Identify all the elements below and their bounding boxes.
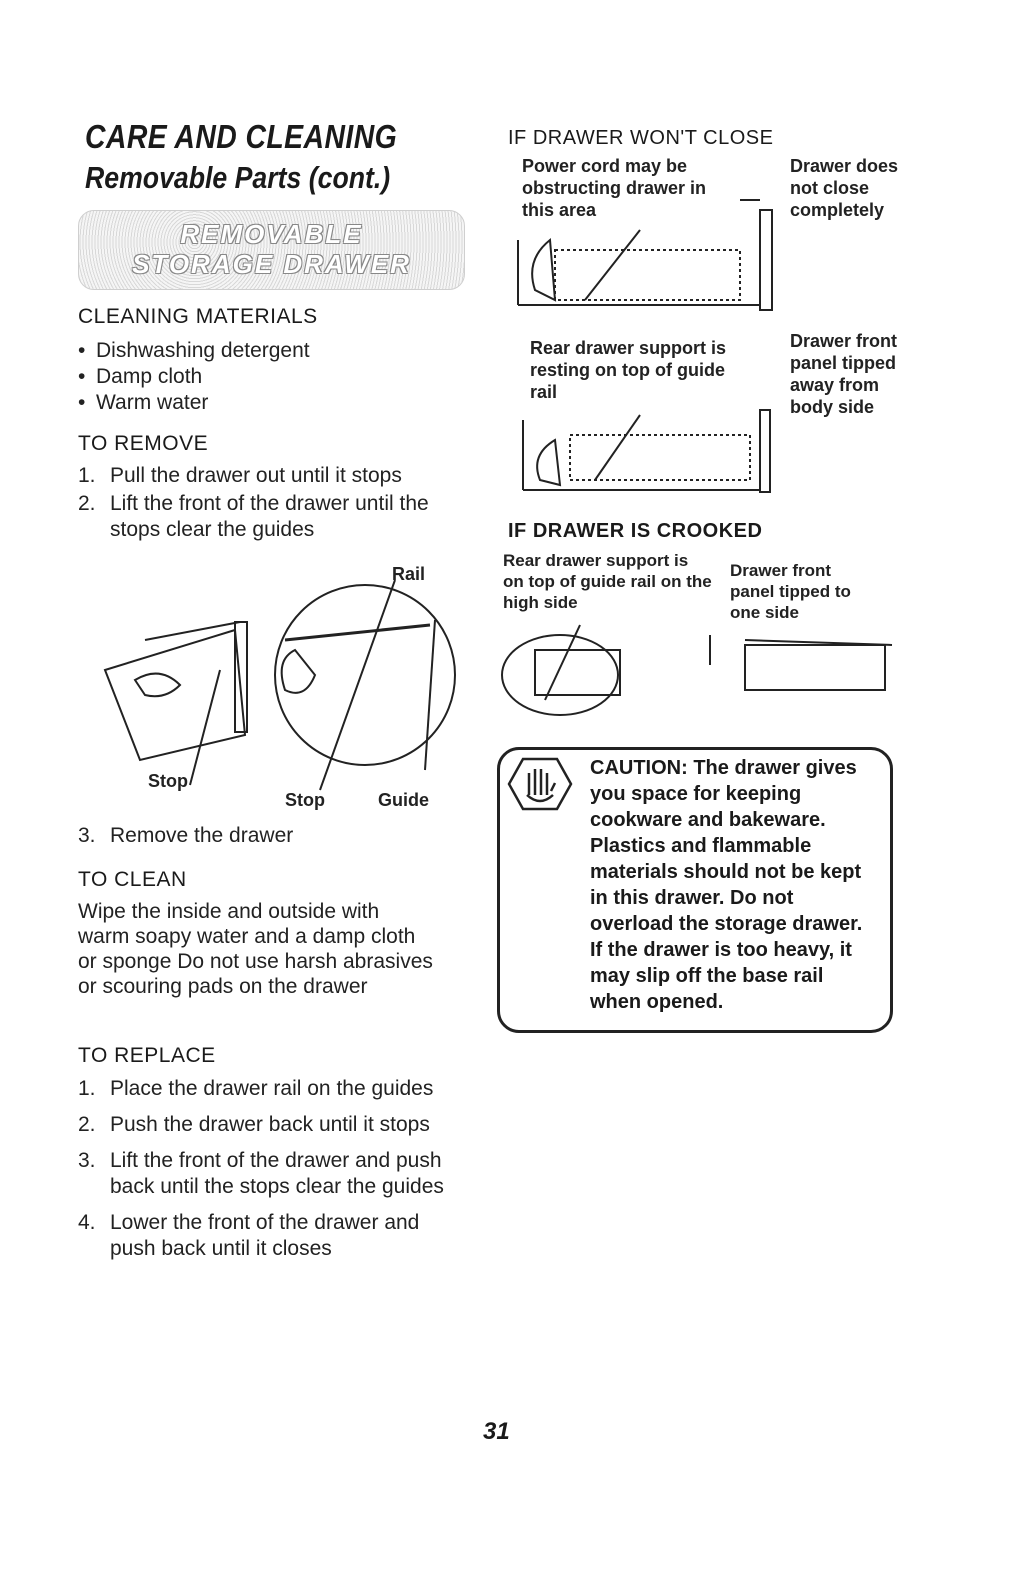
crooked-heading: IF DRAWER IS CROOKED: [508, 520, 763, 542]
list-item: 1.Pull the drawer out until it stops: [78, 464, 402, 487]
remove-step-3: 3.Remove the drawer: [78, 823, 458, 849]
to-clean-text: Wipe the inside and outside with warm so…: [78, 900, 433, 998]
list-item: •Warm water: [78, 391, 209, 414]
rail-label: Rail: [392, 564, 426, 584]
fig1-right-label: Drawer does not close completely: [790, 156, 899, 220]
cleaning-materials-heading: CLEANING MATERIALS: [78, 305, 318, 328]
fig1-left-label: Power cord may be obstructing drawer in …: [522, 156, 707, 220]
list-item: 4.Lower the front of the drawer and push…: [78, 1211, 420, 1260]
caution-body: The drawer gives you space for keeping c…: [590, 757, 863, 1013]
drawer-wont-close-illustration-1: [517, 199, 773, 311]
list-item: 1.Place the drawer rail on the guides: [78, 1077, 434, 1100]
stop-label-left: Stop: [148, 771, 188, 791]
list-item: 2.Lift the front of the drawer until the…: [78, 492, 429, 541]
page-number: 31: [483, 1418, 510, 1445]
fig2-left-label: Rear drawer support is resting on top of…: [530, 338, 727, 402]
caution-box: [497, 747, 893, 1033]
caution-text: CAUTION: The drawer gives you space for …: [520, 755, 880, 1015]
stop-label-right: Stop: [285, 790, 325, 810]
drawer-crooked-illustration: [501, 624, 893, 716]
to-remove-steps: 1.Pull the drawer out until it stops 2.L…: [78, 463, 458, 543]
banner-line-1: REMOVABLE: [180, 219, 363, 249]
section-banner: REMOVABLE STORAGE DRAWER: [78, 210, 465, 290]
page-title: CARE AND CLEANING: [85, 118, 398, 155]
to-remove-heading: TO REMOVE: [78, 432, 209, 455]
guide-label: Guide: [378, 790, 430, 810]
list-item: 2.Push the drawer back until it stops: [78, 1113, 430, 1136]
crooked-right-label: Drawer front panel tipped to one side: [730, 561, 851, 622]
to-clean-heading: TO CLEAN: [78, 868, 187, 891]
list-item: •Dishwashing detergent: [78, 339, 310, 362]
to-replace-steps: 1.Place the drawer rail on the guides 2.…: [78, 1076, 468, 1262]
page-subtitle: Removable Parts (cont.): [85, 160, 391, 195]
drawer-removal-illustration: [103, 579, 456, 791]
list-item: •Damp cloth: [78, 365, 203, 388]
cleaning-materials-list: •Dishwashing detergent •Damp cloth •Warm…: [78, 338, 458, 416]
to-replace-heading: TO REPLACE: [78, 1044, 216, 1067]
fig2-right-label: Drawer front panel tipped away from body…: [790, 331, 898, 417]
hand-warning-icon: [507, 757, 573, 811]
list-item: 3.Lift the front of the drawer and push …: [78, 1149, 444, 1198]
crooked-left-label: Rear drawer support is on top of guide r…: [503, 551, 712, 612]
drawer-wont-close-illustration-2: [522, 409, 771, 493]
caution-label: CAUTION:: [590, 757, 688, 779]
list-item: 3.Remove the drawer: [78, 824, 294, 847]
banner-line-2: STORAGE DRAWER: [132, 249, 411, 279]
wont-close-heading: IF DRAWER WON'T CLOSE: [508, 127, 774, 149]
